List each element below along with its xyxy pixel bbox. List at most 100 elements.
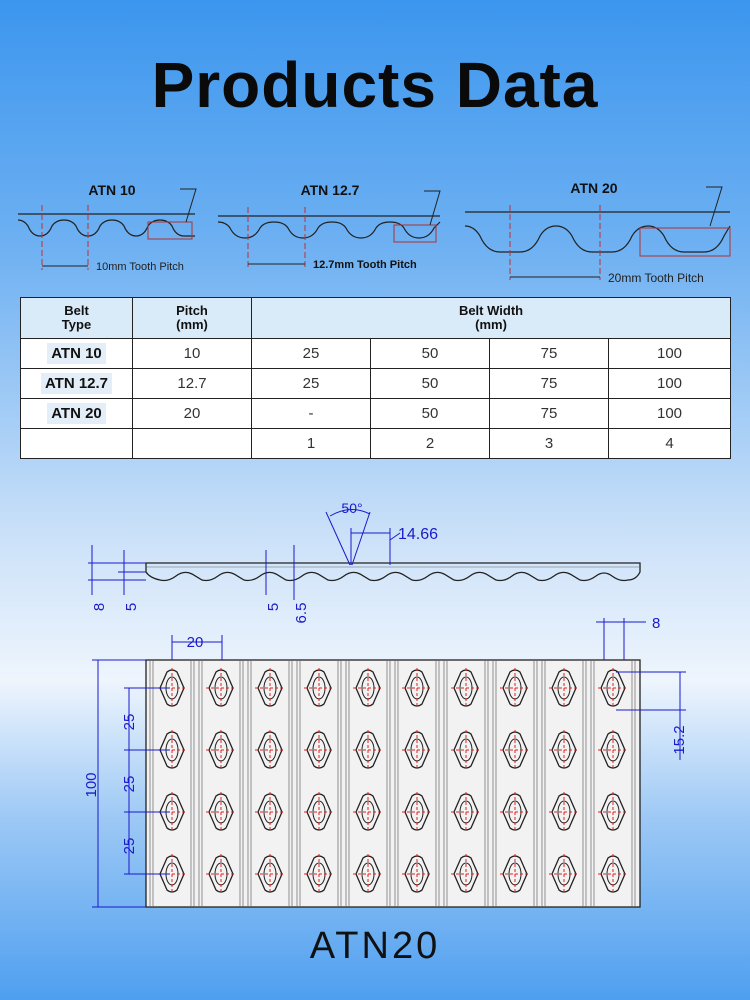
cell-width: 1 — [251, 428, 371, 459]
lug-tooth — [598, 854, 628, 894]
lug-tooth — [206, 730, 236, 770]
lug-tooth — [500, 668, 530, 708]
profile-pitch-atn10: 10mm Tooth Pitch — [96, 261, 184, 273]
cell-width: 100 — [607, 368, 732, 399]
profile-pitch-atn20: 20mm Tooth Pitch — [608, 271, 704, 285]
model-name: ATN20 — [309, 925, 441, 967]
dim-15-2-label: 15.2 — [671, 725, 688, 754]
cell-type-text: ATN 12.7 — [40, 373, 113, 394]
specs-table-wrapper: Belt Type Pitch (mm) Belt Width (mm) ATN… — [20, 297, 732, 459]
cell-width: 3 — [489, 428, 609, 459]
lug-tooth — [255, 792, 285, 832]
cell-width: 100 — [607, 338, 732, 369]
cell-width: 25 — [251, 368, 371, 399]
lug-tooth — [402, 792, 432, 832]
dim-100-label: 100 — [83, 772, 100, 797]
cell-pitch: 12.7 — [132, 368, 252, 399]
lug-tooth — [500, 730, 530, 770]
dim-14-66-label: 14.66 — [398, 526, 438, 543]
page-title: Products Data — [151, 49, 599, 121]
header-belt-width-text: Belt Width (mm) — [458, 303, 524, 332]
profile-label-atn127: ATN 12.7 — [301, 182, 360, 198]
lug-tooth — [353, 792, 383, 832]
dimension-lines-plan — [92, 618, 686, 908]
lug-tooth — [402, 854, 432, 894]
lug-tooth — [549, 730, 579, 770]
dim-25-label: 25 — [121, 714, 138, 731]
dim-8-right-label: 8 — [652, 615, 660, 632]
lug-tooth — [353, 854, 383, 894]
lug-tooth — [598, 668, 628, 708]
cell-width: 50 — [370, 368, 490, 399]
lug-tooth — [451, 730, 481, 770]
header-belt-type-text: Belt Type — [61, 303, 92, 332]
header-pitch-text: Pitch (mm) — [176, 303, 208, 332]
lug-tooth — [451, 792, 481, 832]
dim-5-left-label: 5 — [123, 603, 140, 611]
cell-width: 100 — [607, 398, 732, 429]
table-row: ATN 12.7 12.7 25 50 75 100 — [20, 368, 732, 399]
lug-tooth — [451, 854, 481, 894]
cell-width: 75 — [489, 398, 609, 429]
lug-tooth — [500, 792, 530, 832]
header-belt-type: Belt Type — [20, 297, 133, 339]
belt-technical-drawing: 50° 14.66 8 5 5 6.5 100 25 25 25 20 8 15… — [83, 500, 688, 908]
profile-pitch-atn127: 12.7mm Tooth Pitch — [313, 259, 417, 271]
table-header-row: Belt Type Pitch (mm) Belt Width (mm) — [20, 297, 732, 339]
lug-tooth — [255, 854, 285, 894]
specs-table: Belt Type Pitch (mm) Belt Width (mm) ATN… — [20, 297, 732, 459]
cell-type — [20, 428, 133, 459]
belt-plan-view — [145, 659, 641, 908]
cell-type-text: ATN 10 — [47, 343, 106, 364]
tooth-profiles-diagram: ATN 10 10mm Tooth Pitch ATN 12.7 12.7mm … — [17, 180, 731, 285]
lug-tooth — [402, 668, 432, 708]
dimension-lines-side — [88, 509, 401, 600]
cell-pitch — [132, 428, 252, 459]
table-row: ATN 20 20 - 50 75 100 — [20, 398, 732, 429]
lug-tooth — [304, 792, 334, 832]
lug-tooth — [353, 730, 383, 770]
lug-tooth — [549, 668, 579, 708]
cell-type-text: ATN 20 — [47, 403, 106, 424]
profile-label-atn10: ATN 10 — [88, 182, 135, 198]
lug-tooth — [402, 730, 432, 770]
cell-width: 25 — [251, 338, 371, 369]
lug-tooth — [500, 854, 530, 894]
dim-angle-label: 50° — [341, 500, 362, 516]
belt-side-profile — [145, 562, 641, 582]
lug-tooth — [255, 730, 285, 770]
cell-pitch: 10 — [132, 338, 252, 369]
dim-25-label: 25 — [121, 838, 138, 855]
cell-width: 50 — [370, 398, 490, 429]
cell-width: 50 — [370, 338, 490, 369]
lug-tooth — [304, 730, 334, 770]
lug-tooth — [304, 668, 334, 708]
cell-width: 2 — [370, 428, 490, 459]
cell-width: 75 — [489, 338, 609, 369]
cell-type: ATN 20 — [20, 398, 133, 429]
profile-label-atn20: ATN 20 — [570, 180, 617, 196]
lug-tooth — [598, 730, 628, 770]
header-belt-width: Belt Width (mm) — [250, 297, 732, 339]
table-row: ATN 10 10 25 50 75 100 — [20, 338, 732, 369]
lug-tooth — [549, 792, 579, 832]
lug-tooth — [304, 854, 334, 894]
table-row: 1 2 3 4 — [20, 428, 732, 459]
dim-20-label: 20 — [187, 634, 204, 651]
header-pitch: Pitch (mm) — [132, 297, 252, 339]
cell-type: ATN 10 — [20, 338, 133, 369]
cell-width: 4 — [607, 428, 732, 459]
cell-width: 75 — [489, 368, 609, 399]
lug-tooth — [353, 668, 383, 708]
lug-tooth — [598, 792, 628, 832]
lug-tooth — [451, 668, 481, 708]
cell-type: ATN 12.7 — [20, 368, 133, 399]
dim-5-mid-label: 5 — [265, 603, 282, 611]
lug-tooth — [549, 854, 579, 894]
lug-tooth — [206, 792, 236, 832]
lug-tooth — [206, 854, 236, 894]
cell-width: - — [251, 398, 371, 429]
profile-atn10: ATN 10 10mm Tooth Pitch — [17, 182, 197, 273]
profile-atn127: ATN 12.7 12.7mm Tooth Pitch — [217, 182, 441, 271]
dim-8-left-label: 8 — [91, 603, 108, 611]
